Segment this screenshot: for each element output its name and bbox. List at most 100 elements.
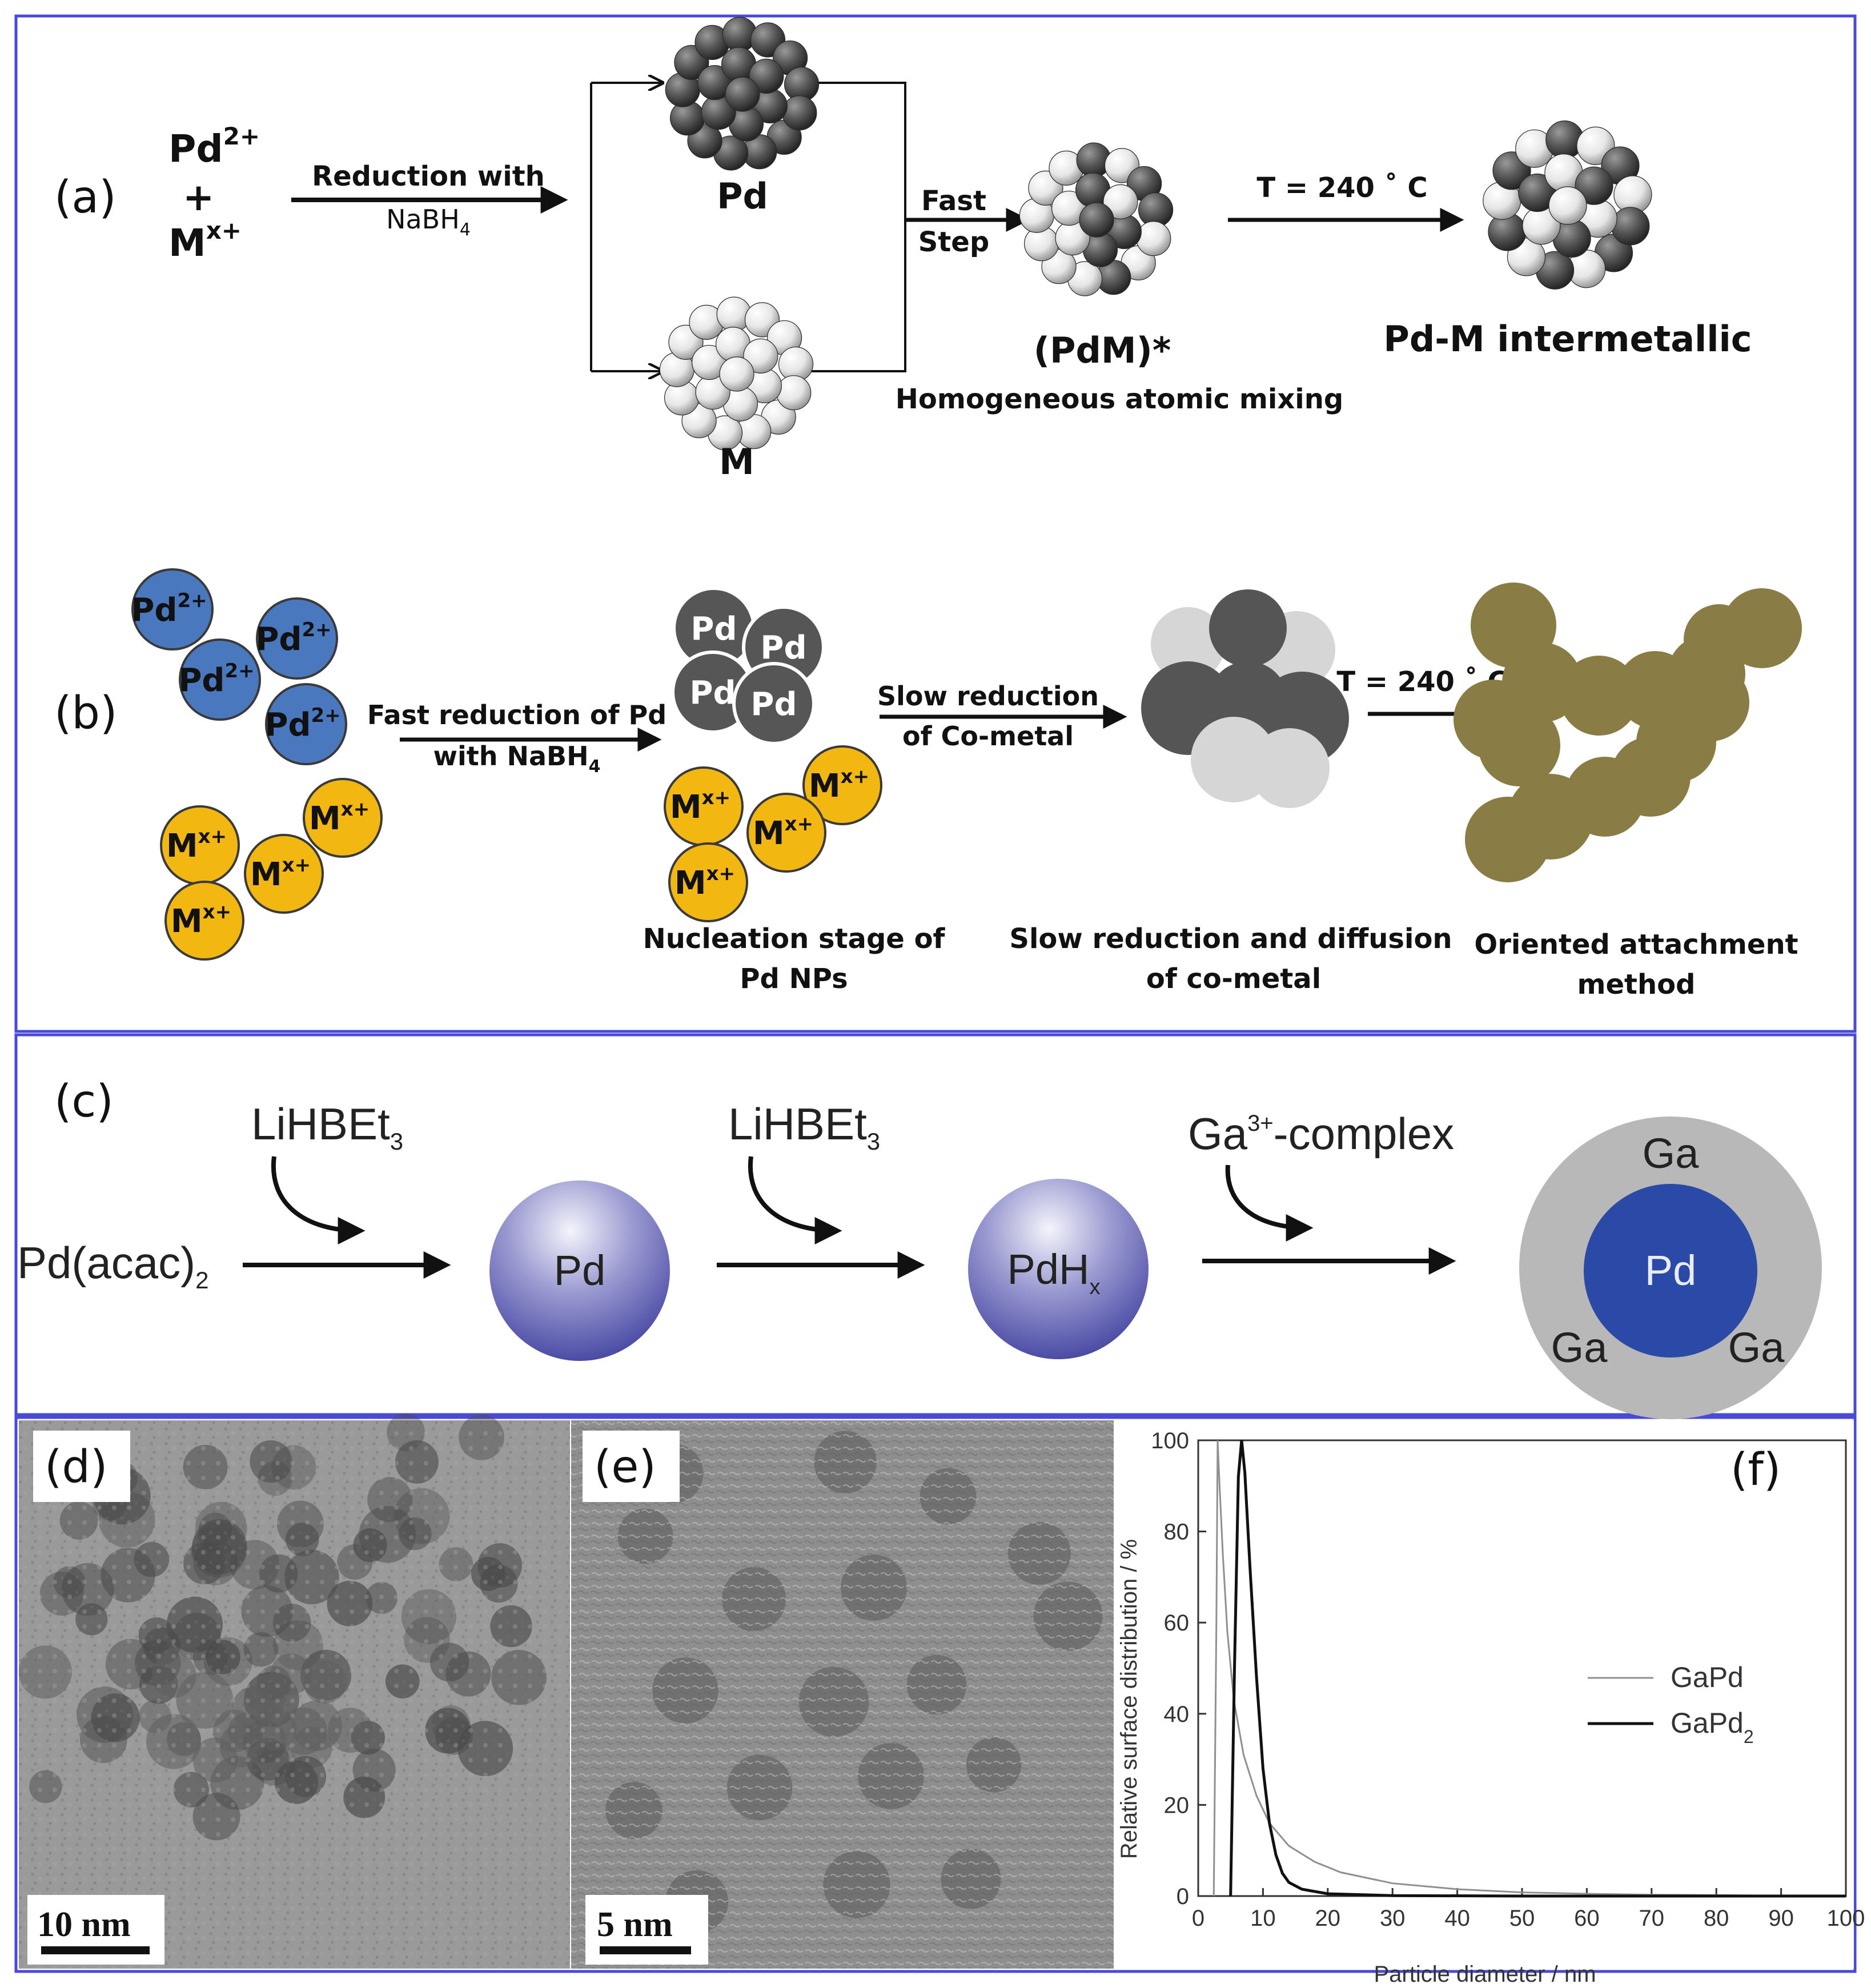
panel-b-label: (b) xyxy=(54,688,117,739)
legend-label: GaPd2 xyxy=(1671,1707,1754,1747)
pd-cluster-label: Pd xyxy=(717,175,768,217)
shell-label-right: Ga xyxy=(1728,1324,1785,1371)
panel-f-label: (f) xyxy=(1731,1444,1781,1496)
arrow-fast-reduction-bottom: with NaBH4 xyxy=(433,741,601,777)
y-tick-label: 0 xyxy=(1177,1884,1189,1909)
pd-sphere-label: Pd xyxy=(554,1247,606,1294)
y-tick-label: 60 xyxy=(1164,1611,1190,1636)
panel-e: (e) 5 nm xyxy=(571,1420,1114,1969)
mixed-atom xyxy=(1103,184,1138,219)
y-tick-label: 100 xyxy=(1151,1428,1189,1453)
m-ion-text: Mx+ xyxy=(753,813,813,852)
m-ion-text: Mx+ xyxy=(809,765,869,805)
arrow-fast-reduction-top: Fast reduction of Pd xyxy=(367,700,667,730)
pd-ion-text: Pd2+ xyxy=(131,589,207,629)
shell-label-top: Ga xyxy=(1643,1130,1700,1177)
pdhx-sphere-label: PdHx xyxy=(1007,1246,1101,1299)
pd-ion xyxy=(131,568,214,650)
arrow-fast-step-bottom: Step xyxy=(918,226,989,258)
pd-atom xyxy=(749,58,784,94)
m-ion-text: Mx+ xyxy=(670,786,730,826)
attached-particle xyxy=(1454,680,1533,760)
frame-panel-ab xyxy=(14,14,1857,1033)
nucleation-caption-1: Nucleation stage of xyxy=(643,923,946,955)
arrow-fast-step-top: Fast xyxy=(921,185,986,217)
pdm-label: (PdM)* xyxy=(1034,330,1171,371)
panel-d-label-box xyxy=(33,1431,130,1502)
tem-texture-e xyxy=(571,1420,1114,1969)
pd-ion-text: Pd2+ xyxy=(178,660,254,699)
x-axis-title: Particle diameter / nm xyxy=(1374,1962,1596,1987)
reagent-1: LiHBEt3 xyxy=(251,1099,403,1155)
reactant-pd: Pd2+ xyxy=(168,122,260,171)
arrow-anneal-a-label: T = 240 ˚ C xyxy=(1256,172,1427,204)
attached-particle xyxy=(1465,797,1551,882)
pd-atom xyxy=(782,95,817,131)
oriented-attachment-chain xyxy=(1454,583,1802,882)
intermetallic-atom xyxy=(1575,166,1613,205)
frame-panel-def xyxy=(14,1416,1857,1973)
series-line-1 xyxy=(1212,1440,1846,1897)
pd-nucleus-text: Pd xyxy=(689,674,736,712)
pdm-cluster xyxy=(1019,142,1174,296)
tem-texture-d xyxy=(19,1420,570,1969)
pd-ion xyxy=(256,597,338,680)
scale-bar-e-text: 5 nm xyxy=(597,1905,673,1944)
pd-core xyxy=(1584,1184,1757,1358)
intermetallic-cluster xyxy=(1483,121,1652,290)
legend-label: GaPd xyxy=(1671,1661,1744,1693)
scale-bar-d-text: 10 nm xyxy=(37,1905,131,1944)
pd-atom xyxy=(725,77,760,112)
x-tick-label: 100 xyxy=(1827,1906,1865,1931)
arrow-slow-reduction-top: Slow reduction xyxy=(877,681,1099,712)
x-tick-label: 10 xyxy=(1250,1906,1276,1931)
panel-e-label: (e) xyxy=(594,1441,656,1493)
y-axis-title: Relative surface distribution / % xyxy=(1117,1539,1142,1859)
chart-background xyxy=(1115,1420,1854,1969)
pd-ion-text: Pd2+ xyxy=(264,704,340,744)
nucleation-caption-2: Pd NPs xyxy=(740,963,848,995)
panel-a-label: (a) xyxy=(54,172,117,223)
m-ion xyxy=(244,834,324,914)
pd-ion xyxy=(265,683,347,765)
intermetallic-atom xyxy=(1611,207,1650,246)
reagent-3: Ga3+-complex xyxy=(1188,1109,1454,1159)
m-ions-middle: Mx+Mx+Mx+Mx+ xyxy=(664,745,882,922)
panel-d-label: (d) xyxy=(45,1441,107,1493)
attached-particle xyxy=(1722,588,1802,668)
panel-b: (b) Pd2+Pd2+Pd2+Pd2+ Mx+Mx+Mx+Mx+ Fast r… xyxy=(54,568,1802,1001)
x-tick-label: 0 xyxy=(1192,1906,1204,1931)
x-tick-label: 50 xyxy=(1509,1906,1535,1931)
m-ion xyxy=(802,745,882,825)
m-atom xyxy=(743,338,778,373)
m-ion xyxy=(164,881,244,961)
panel-c: (c) Pd(acac)2 LiHBEt3 Pd LiHBEt3 PdHx Ga… xyxy=(17,1076,1822,1419)
reactant-m: Mx+ xyxy=(168,216,242,265)
intermetallic-atom xyxy=(1548,186,1587,225)
pd-ion xyxy=(179,638,261,721)
arrow-reduction-top: Reduction with xyxy=(312,160,545,192)
pd-sphere xyxy=(489,1180,670,1361)
panel-c-label: (c) xyxy=(54,1076,114,1127)
pd-particle xyxy=(1209,589,1287,667)
series-line-2 xyxy=(1229,1440,1846,1898)
precursor-label: Pd(acac)2 xyxy=(17,1238,208,1294)
arrow-slow-reduction-bottom: of Co-metal xyxy=(902,721,1074,752)
m-ion-text: Mx+ xyxy=(250,854,311,893)
m-atom xyxy=(719,356,754,392)
x-tick-label: 20 xyxy=(1315,1906,1341,1931)
y-tick-label: 20 xyxy=(1164,1793,1190,1818)
pd-nucleus xyxy=(732,662,816,745)
panel-d: (d) 10 nm xyxy=(18,1413,570,1969)
m-atom xyxy=(776,375,812,411)
pd-ion-text: Pd2+ xyxy=(255,619,331,658)
pd-nucleus-text: Pd xyxy=(690,611,737,648)
panel-a: (a) Pd2+ + Mx+ Reduction with NaBH4 Pd M… xyxy=(54,17,1752,483)
mixed-atom xyxy=(1079,202,1114,238)
pd-nucleus-text: Pd xyxy=(750,686,797,723)
diffusion-caption-1: Slow reduction and diffusion xyxy=(1009,923,1452,955)
y-tick-label: 80 xyxy=(1164,1520,1190,1545)
co-metal-cluster xyxy=(1141,589,1349,808)
